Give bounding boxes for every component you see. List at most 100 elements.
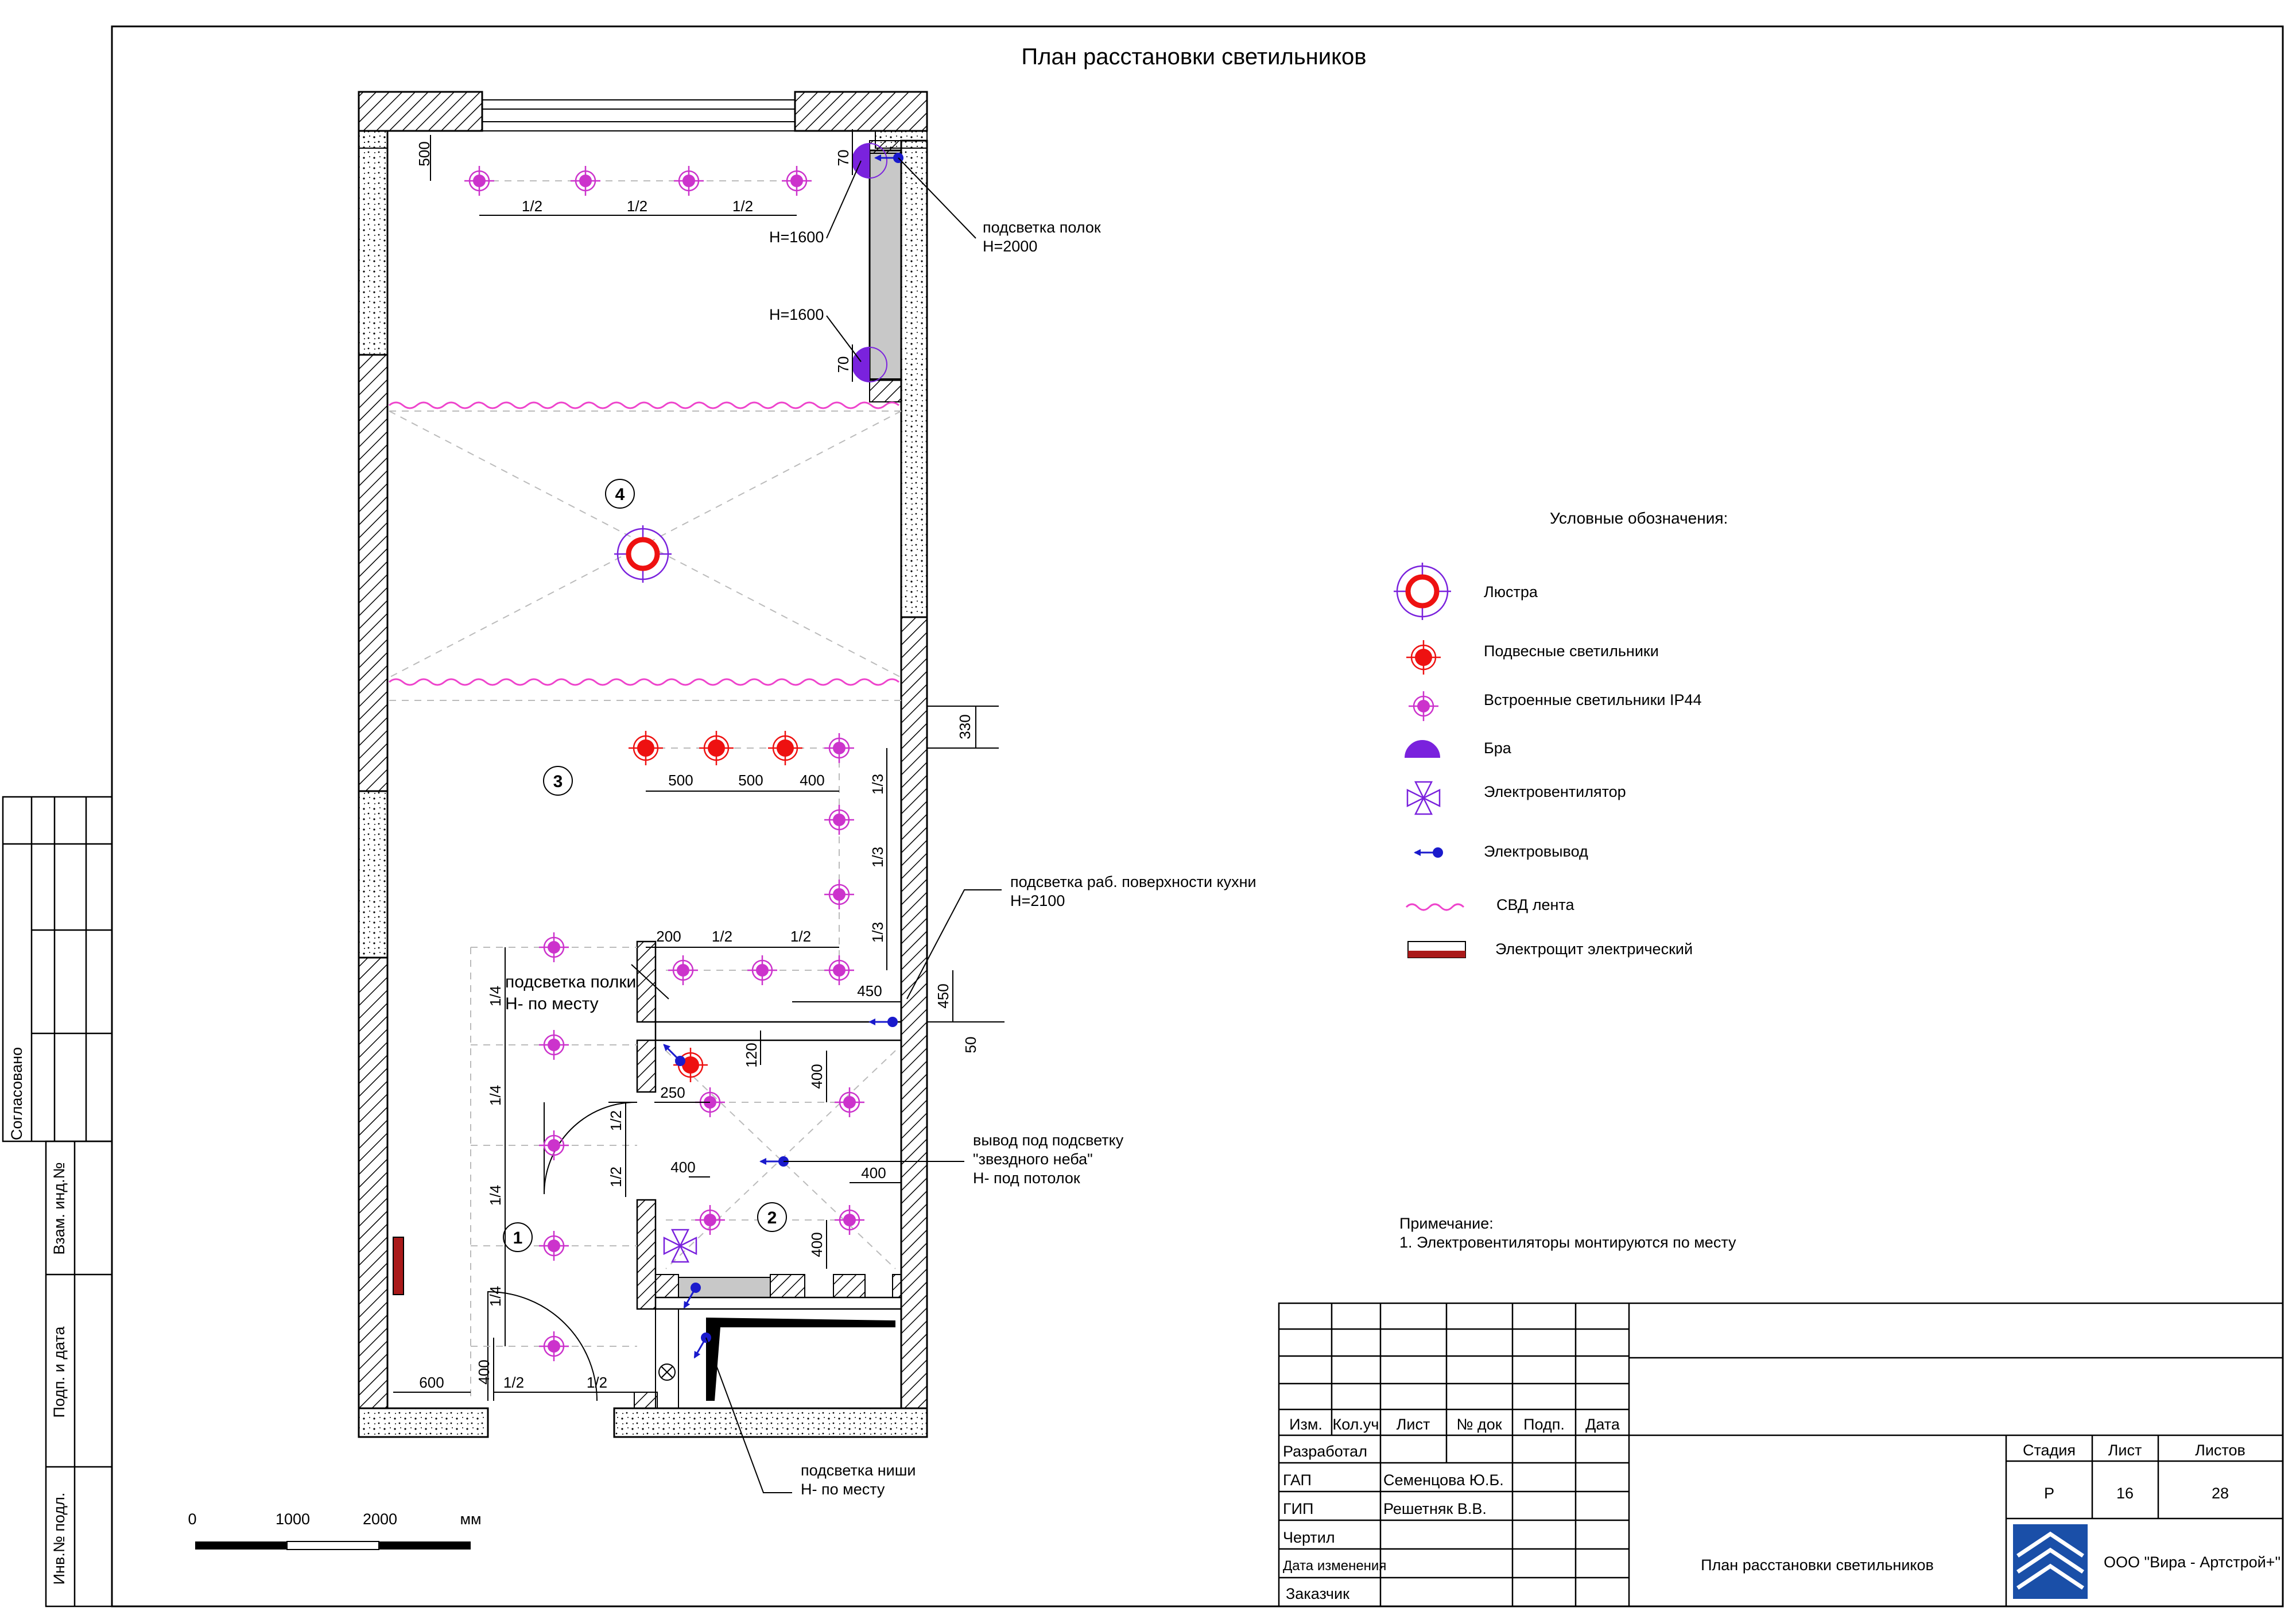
svg-text:Дата: Дата — [1585, 1416, 1620, 1433]
note-starry-sky: "звездного неба" — [973, 1151, 1093, 1168]
window — [482, 99, 795, 131]
svg-text:ГИП: ГИП — [1283, 1500, 1313, 1517]
note-sconce-h: H=1600 — [769, 228, 824, 246]
dim-400: 400 — [861, 1164, 886, 1182]
dim-third: 1/3 — [869, 847, 886, 867]
dim-400: 400 — [808, 1064, 825, 1089]
dim-400: 400 — [800, 772, 824, 789]
note-niche-light-h: H- по месту — [801, 1481, 885, 1498]
svg-text:0: 0 — [188, 1510, 196, 1528]
stamp-inv-orig: Инв.№ подл. — [51, 1493, 68, 1585]
recessed-light — [538, 1029, 570, 1061]
side-stamp — [2, 796, 113, 1607]
note-sconce-h: H=1600 — [769, 306, 824, 323]
dim-half: 1/2 — [587, 1374, 607, 1391]
svg-text:1: 1 — [513, 1229, 523, 1248]
svg-text:Семенцова Ю.Б.: Семенцова Ю.Б. — [1383, 1471, 1504, 1489]
electric-outlet — [658, 1039, 689, 1070]
recessed-light — [673, 165, 705, 197]
dim-half: 1/2 — [607, 1110, 625, 1131]
recessed-light — [538, 1330, 570, 1362]
dim-quarter: 1/4 — [487, 1286, 504, 1307]
drawing-title: План расстановки светильников — [1021, 44, 1366, 69]
pendant-light — [767, 730, 804, 766]
note-niche-light: подсветка ниши — [801, 1462, 916, 1479]
led-strip-lower — [389, 678, 899, 686]
svg-text:Решетняк В.В.: Решетняк В.В. — [1383, 1500, 1487, 1517]
dim-120: 120 — [743, 1043, 760, 1067]
dim-half: 1/2 — [732, 197, 753, 215]
dim-50: 50 — [962, 1037, 979, 1053]
dim-70: 70 — [835, 357, 852, 373]
stamp-inv-replace: Взам. инд.№ — [51, 1162, 68, 1254]
pendant-light — [698, 730, 735, 766]
pendant-light — [627, 730, 664, 766]
legend-title: Условные обозначения: — [1550, 509, 1728, 527]
wardrobe-cabinet — [868, 149, 902, 381]
chandelier — [614, 525, 672, 583]
note-title: Примечание: — [1399, 1215, 1494, 1232]
stamp-sign-date: Подп. и дата — [51, 1326, 68, 1417]
svg-text:мм: мм — [460, 1510, 481, 1528]
recessed-light — [746, 954, 778, 986]
note-text: 1. Электровентиляторы монтируются по мес… — [1399, 1234, 1736, 1251]
svg-text:Дата изменения: Дата изменения — [1283, 1558, 1386, 1574]
recessed-light — [538, 1230, 570, 1262]
legend-label: Люстра — [1484, 583, 1538, 601]
electric-panel — [393, 1237, 404, 1295]
electric-outlet — [867, 1016, 899, 1028]
dim-450: 450 — [934, 983, 952, 1008]
pendant-light-icon — [1405, 639, 1442, 676]
electric-panel-icon — [1407, 941, 1466, 958]
dim-half: 1/2 — [503, 1374, 524, 1391]
legend-label: Электровентилятор — [1484, 783, 1626, 800]
dim-600: 600 — [419, 1374, 444, 1391]
svg-text:Лист: Лист — [1397, 1416, 1430, 1433]
recessed-light — [538, 931, 570, 963]
svg-text:Заказчик: Заказчик — [1286, 1585, 1349, 1602]
recessed-light — [823, 804, 855, 836]
svg-text:Чертил: Чертил — [1283, 1529, 1335, 1546]
room-label-2: 2 — [757, 1202, 787, 1232]
svg-text:План расстановки светильников: План расстановки светильников — [1701, 1556, 1934, 1574]
recessed-light — [823, 732, 855, 764]
dim-400: 400 — [808, 1232, 825, 1257]
svg-text:Р: Р — [2044, 1485, 2054, 1502]
stamp-agreed: Согласовано — [8, 1047, 25, 1140]
recessed-light — [463, 165, 495, 197]
recessed-light — [694, 1204, 726, 1236]
note-shelf-lighting: подсветка полок — [983, 219, 1101, 236]
svg-text:Кол.уч: Кол.уч — [1333, 1416, 1379, 1433]
room-label-3: 3 — [543, 766, 573, 796]
dim-500: 500 — [738, 772, 763, 789]
svg-text:16: 16 — [2116, 1485, 2134, 1502]
note-block: Примечание: 1. Электровентиляторы монтир… — [1399, 1215, 1736, 1251]
recessed-light-icon — [1407, 690, 1440, 722]
electric-outlet-icon — [1413, 846, 1444, 859]
svg-text:Листов: Листов — [2195, 1442, 2245, 1459]
svg-text:2: 2 — [767, 1208, 777, 1227]
recessed-light — [823, 954, 855, 986]
svg-text:Подп.: Подп. — [1523, 1416, 1565, 1433]
dim-half: 1/2 — [627, 197, 647, 215]
svg-text:28: 28 — [2212, 1485, 2229, 1502]
recessed-light — [823, 878, 855, 911]
recessed-light — [833, 1204, 866, 1236]
dim-70: 70 — [835, 150, 852, 166]
dim-200: 200 — [656, 928, 681, 945]
dim-third: 1/3 — [869, 922, 886, 943]
legend-label: Подвесные светильники — [1484, 642, 1659, 660]
dim-half: 1/2 — [712, 928, 732, 945]
drawing-frame — [111, 25, 2284, 1607]
note-shelf-light: подсветка полки — [505, 973, 636, 991]
legend-label: Бра — [1484, 739, 1512, 757]
dim-quarter: 1/4 — [487, 1085, 504, 1106]
svg-text:3: 3 — [553, 772, 563, 791]
svg-text:Стадия: Стадия — [2023, 1442, 2076, 1459]
scale-bar: 0 1000 2000 мм — [188, 1510, 482, 1550]
svg-text:2000: 2000 — [363, 1510, 397, 1528]
company-name: ООО "Вира - Артстрой+" — [2104, 1554, 2281, 1571]
note-kitchen-lighting: подсветка раб. поверхности кухни — [1010, 873, 1256, 890]
fan-icon — [1406, 781, 1441, 815]
